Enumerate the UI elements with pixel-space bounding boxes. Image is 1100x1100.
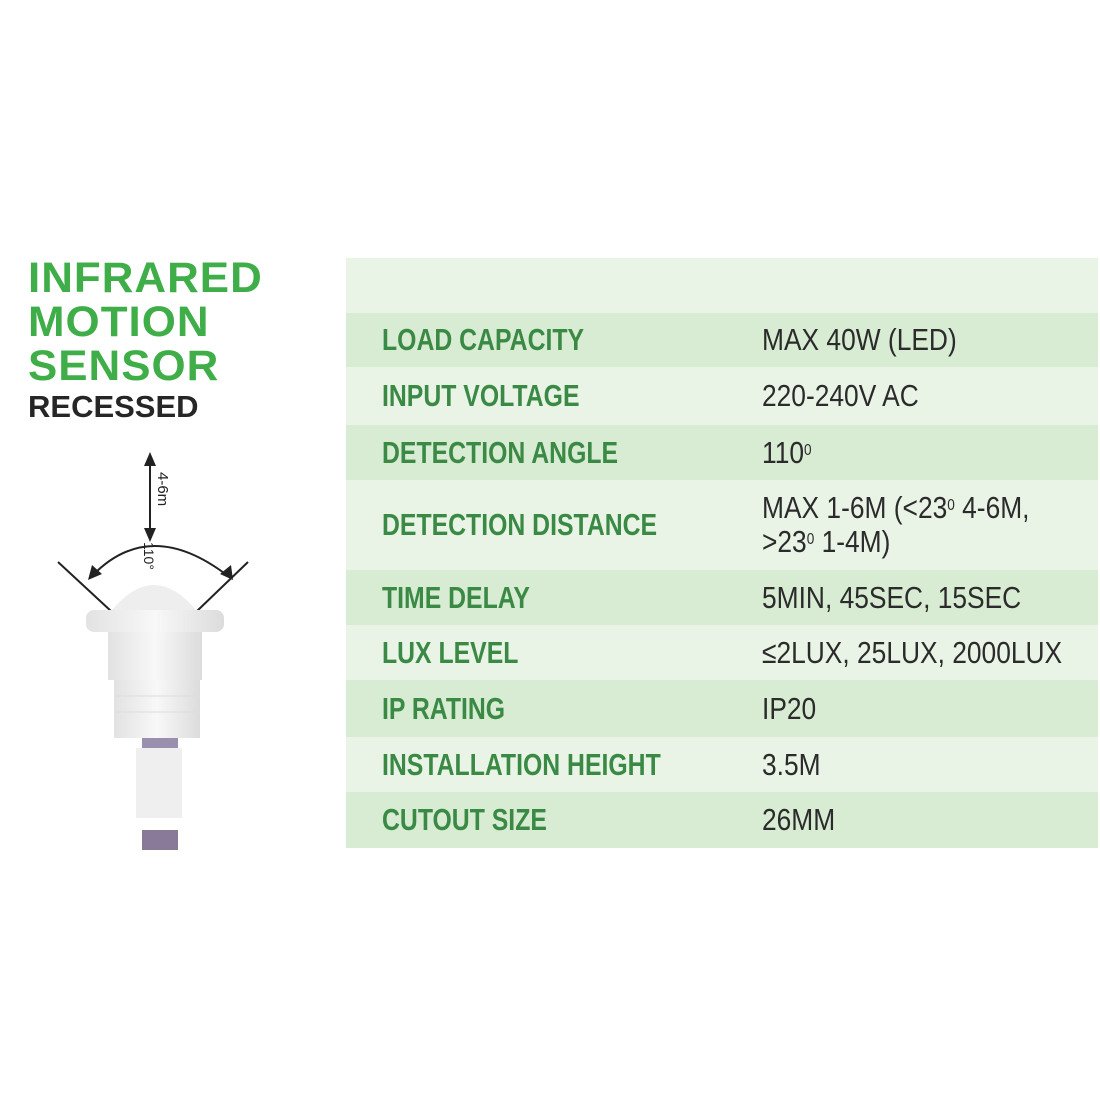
spec-label: INPUT VOLTAGE (382, 378, 580, 413)
table-row: INSTALLATION HEIGHT 3.5M (346, 737, 1098, 792)
spec-label: INSTALLATION HEIGHT (382, 746, 661, 782)
table-row: LOAD CAPACITY MAX 40W (LED) (346, 313, 1098, 367)
spec-label: TIME DELAY (382, 579, 530, 615)
product-title: INFRARED MOTION SENSOR RECESSED (28, 256, 262, 424)
spec-value: IP20 (762, 690, 817, 726)
value-text: >23 (762, 524, 807, 559)
title-subtitle: RECESSED (28, 389, 199, 424)
angle-arc-icon (57, 545, 249, 613)
title-line-1: INFRARED (28, 254, 263, 302)
title-line-2: MOTION (28, 298, 210, 346)
spec-value: 220-240V AC (762, 378, 919, 413)
spec-value: MAX 1-6M (<230 4-6M, >230 1-4M) (762, 491, 1030, 559)
angle-label: 110° (141, 542, 157, 570)
degree-sup: 0 (804, 441, 812, 459)
spec-value: ≤2LUX, 25LUX, 2000LUX (762, 634, 1063, 670)
spec-value: MAX 40W (LED) (762, 322, 957, 357)
spec-label: DETECTION ANGLE (382, 434, 619, 470)
value-text: 4-6M, (954, 490, 1030, 525)
table-row: LUX LEVEL ≤2LUX, 25LUX, 2000LUX (346, 625, 1098, 680)
spec-value: 3.5M (762, 746, 821, 782)
distance-arrow-icon (144, 452, 156, 542)
spec-value: 1100 (762, 434, 812, 470)
table-row: DETECTION ANGLE 1100 (346, 425, 1098, 480)
title-line-3: SENSOR (28, 342, 220, 390)
spec-label: CUTOUT SIZE (382, 802, 547, 837)
table-row: TIME DELAY 5MIN, 45SEC, 15SEC (346, 570, 1098, 625)
spec-label: LUX LEVEL (382, 634, 519, 670)
table-row: IP RATING IP20 (346, 680, 1098, 737)
table-row: DETECTION DISTANCE MAX 1-6M (<230 4-6M, … (346, 480, 1098, 570)
degree-sup: 0 (947, 497, 955, 514)
value-text: MAX 1-6M (<23 (762, 490, 948, 525)
table-header-band (346, 258, 1098, 313)
spec-label: LOAD CAPACITY (382, 322, 585, 357)
table-row: CUTOUT SIZE 26MM (346, 792, 1098, 848)
spec-table: LOAD CAPACITY MAX 40W (LED) INPUT VOLTAG… (346, 258, 1098, 848)
distance-label: 4-6m (154, 472, 171, 506)
value-text: 1-4M) (814, 524, 891, 559)
spec-label: IP RATING (382, 690, 506, 726)
table-row: INPUT VOLTAGE 220-240V AC (346, 367, 1098, 425)
sensor-diagram: 4-6m 110° (57, 452, 249, 850)
spec-value: 26MM (762, 802, 836, 837)
degree-sup: 0 (806, 531, 815, 548)
spec-value: 5MIN, 45SEC, 15SEC (762, 579, 1022, 615)
sensor-body-icon (86, 585, 224, 850)
value-text: 110 (762, 434, 805, 470)
spec-label: DETECTION DISTANCE (382, 507, 658, 542)
